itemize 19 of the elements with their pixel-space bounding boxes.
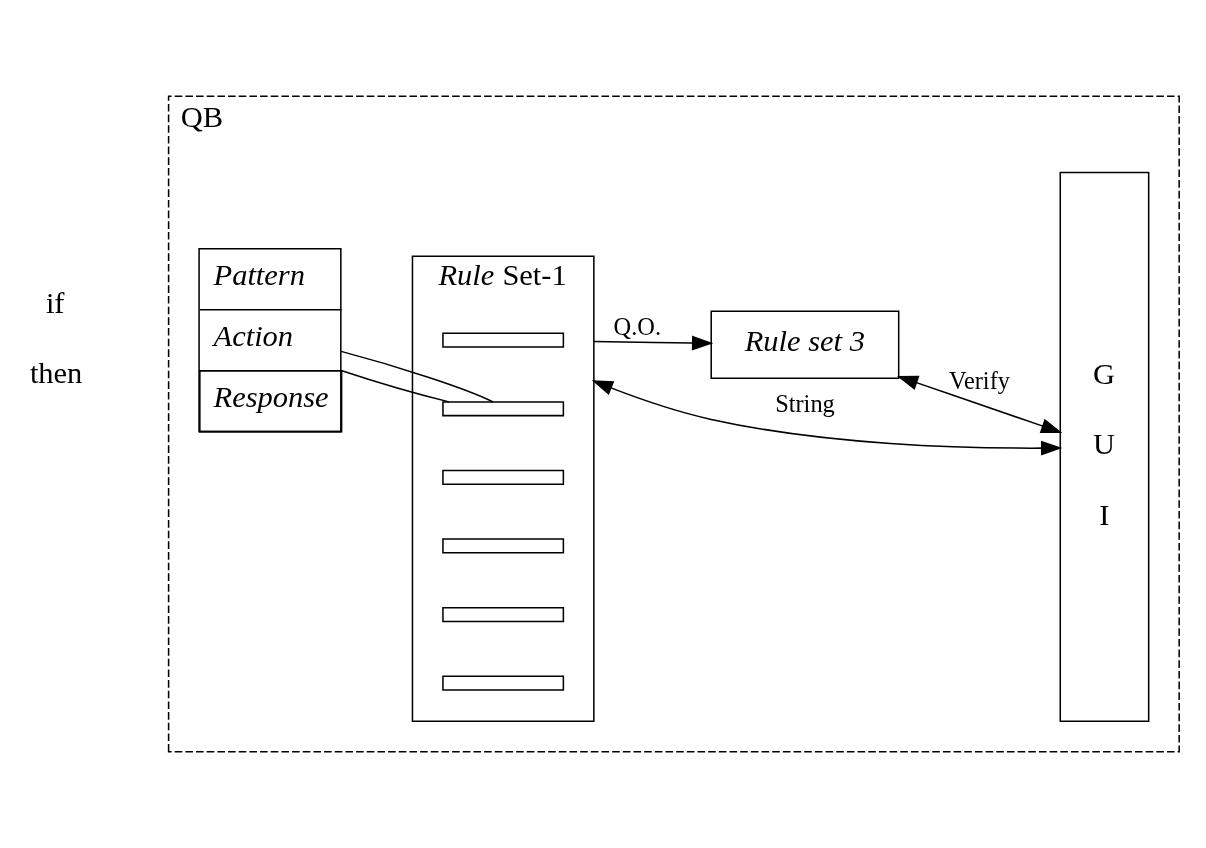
label: then <box>29 355 83 390</box>
connector <box>340 369 450 403</box>
edge-label: Q.O. <box>613 313 661 341</box>
arrow <box>591 380 1063 456</box>
node-bar <box>442 675 565 691</box>
edge-label: String <box>775 389 835 417</box>
node-bar <box>442 332 565 348</box>
node-bar <box>442 401 565 417</box>
node-bar <box>442 538 565 554</box>
arrow <box>896 375 1063 433</box>
node-bar <box>442 469 565 485</box>
edge-label: Verify <box>949 366 1010 394</box>
label: if <box>45 285 65 320</box>
cluster: Rule Set-1 <box>411 255 595 722</box>
arrow <box>593 335 714 351</box>
node-bar <box>442 606 565 623</box>
node-box: Rule set 3 <box>710 310 900 380</box>
connector <box>340 350 494 403</box>
node-box: G U I <box>1059 171 1150 722</box>
